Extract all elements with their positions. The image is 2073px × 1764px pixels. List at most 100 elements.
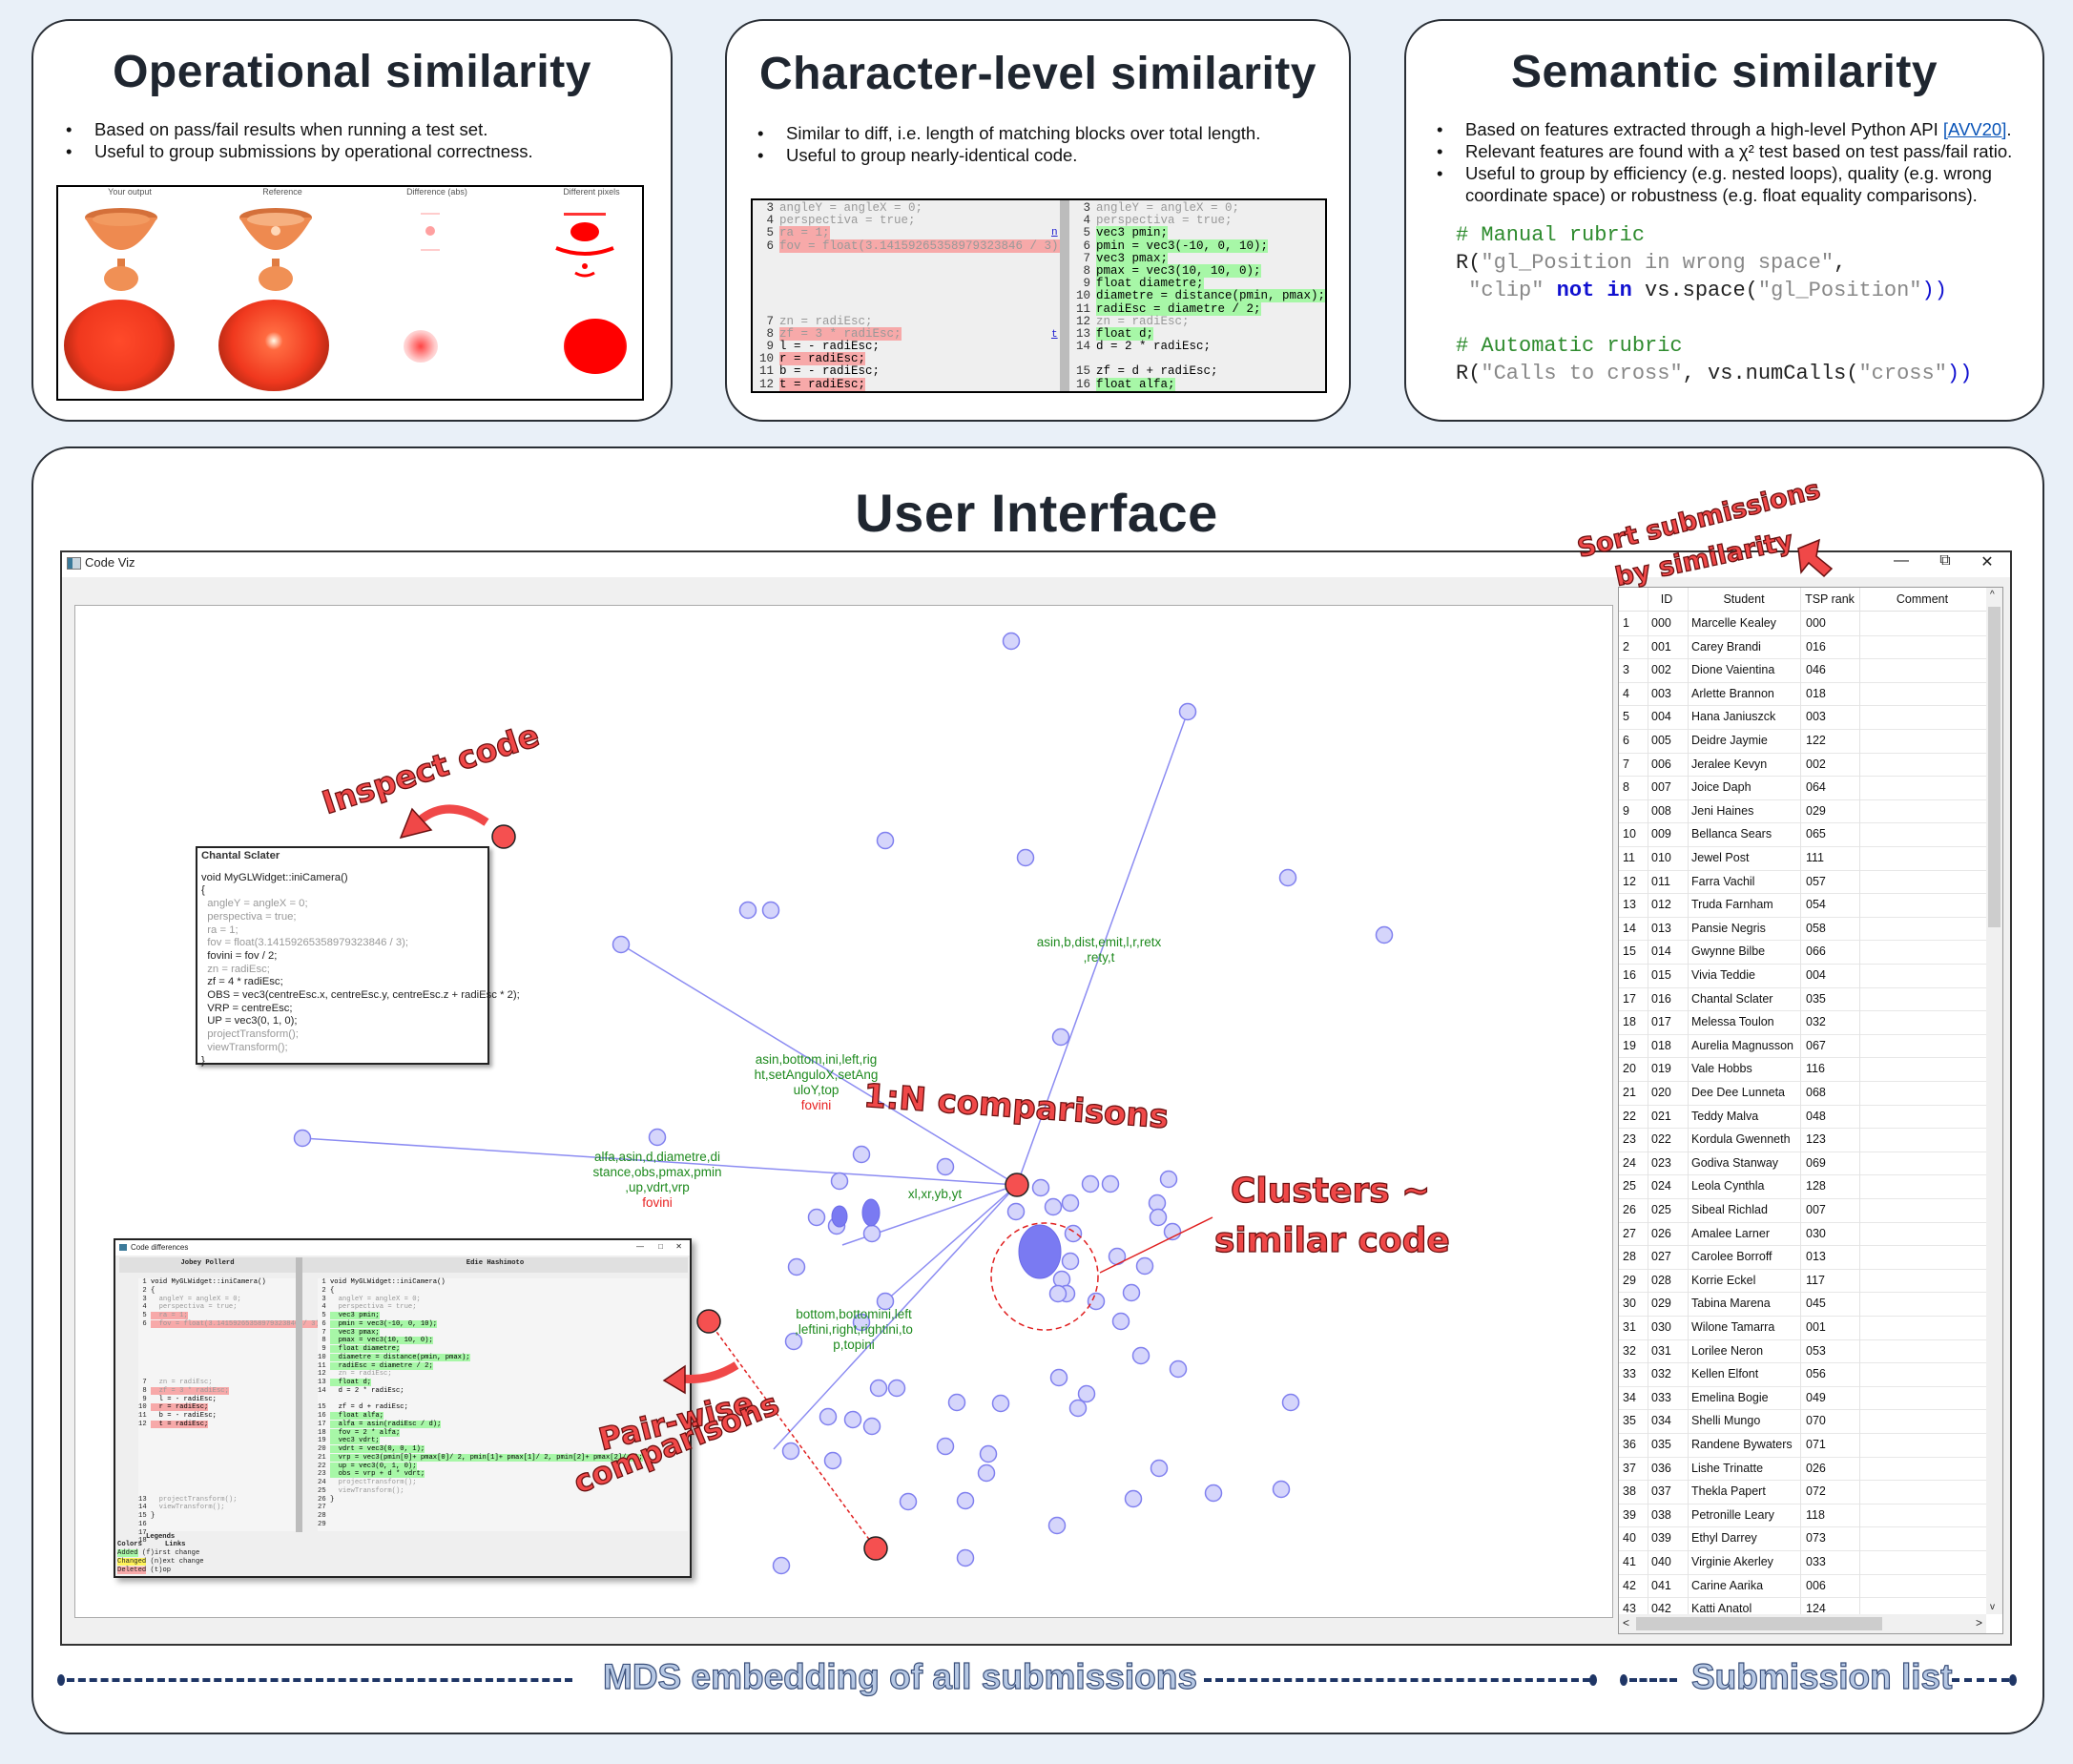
submission-point[interactable] bbox=[1064, 1224, 1083, 1243]
submission-point[interactable] bbox=[852, 1145, 871, 1164]
submission-point[interactable] bbox=[843, 1410, 862, 1429]
submission-point[interactable] bbox=[956, 1491, 975, 1510]
submission-cluster[interactable] bbox=[861, 1198, 881, 1227]
submission-point[interactable] bbox=[1061, 1252, 1080, 1271]
submission-point[interactable] bbox=[1122, 1283, 1141, 1302]
submission-point[interactable] bbox=[612, 935, 631, 954]
citation-link[interactable]: [AVV20] bbox=[1942, 119, 2007, 139]
submission-point[interactable] bbox=[1044, 1197, 1063, 1216]
submission-point[interactable] bbox=[1061, 1193, 1080, 1213]
submission-point[interactable] bbox=[648, 1128, 667, 1147]
submission-point[interactable] bbox=[823, 1451, 842, 1470]
submission-point[interactable] bbox=[1178, 702, 1197, 721]
submission-point[interactable] bbox=[936, 1157, 955, 1176]
submission-point[interactable] bbox=[761, 901, 780, 920]
submission-point[interactable] bbox=[1068, 1399, 1088, 1418]
submission-point[interactable] bbox=[936, 1437, 955, 1456]
submission-point[interactable] bbox=[876, 1292, 895, 1311]
horizontal-scrollbar[interactable]: <> bbox=[1619, 1614, 1986, 1633]
submission-point[interactable] bbox=[869, 1379, 888, 1398]
selected-submission-point[interactable] bbox=[863, 1536, 888, 1561]
submission-point[interactable] bbox=[1111, 1312, 1130, 1331]
submission-point[interactable] bbox=[1135, 1256, 1154, 1276]
submission-point[interactable] bbox=[1006, 1202, 1026, 1221]
submission-point[interactable] bbox=[738, 901, 757, 920]
submission-point[interactable] bbox=[1169, 1359, 1188, 1379]
submission-point[interactable] bbox=[784, 1332, 803, 1351]
submission-point[interactable] bbox=[977, 1463, 996, 1483]
scroll-thumb[interactable] bbox=[1636, 1617, 1882, 1630]
selected-submission-point[interactable] bbox=[491, 824, 516, 849]
submission-point[interactable] bbox=[979, 1444, 998, 1463]
submission-point[interactable] bbox=[1124, 1489, 1143, 1508]
submission-point[interactable] bbox=[781, 1442, 800, 1461]
submission-point[interactable] bbox=[1149, 1208, 1168, 1227]
submission-point[interactable] bbox=[1016, 848, 1035, 867]
col-header-id[interactable]: ID bbox=[1660, 592, 1673, 606]
submission-point[interactable] bbox=[1048, 1284, 1068, 1303]
submission-point[interactable] bbox=[862, 1417, 881, 1436]
submission-point[interactable] bbox=[1278, 868, 1297, 887]
submission-point[interactable] bbox=[1281, 1393, 1300, 1412]
minimize-button[interactable]: — bbox=[636, 1242, 644, 1251]
selected-submission-point[interactable] bbox=[696, 1309, 721, 1334]
minimize-button[interactable]: — bbox=[1894, 552, 1909, 569]
submission-point[interactable] bbox=[991, 1394, 1010, 1413]
vertical-scrollbar[interactable]: ^v bbox=[1986, 588, 2002, 1614]
close-button[interactable]: ✕ bbox=[1980, 554, 1994, 571]
submission-point[interactable] bbox=[876, 831, 895, 850]
scroll-thumb[interactable] bbox=[1988, 607, 2000, 927]
submission-point[interactable] bbox=[852, 1313, 871, 1332]
scroll-down-icon[interactable]: v bbox=[1990, 1602, 1995, 1612]
submission-point[interactable] bbox=[1272, 1480, 1291, 1499]
submission-cluster[interactable] bbox=[831, 1205, 848, 1228]
submission-point[interactable] bbox=[1204, 1484, 1223, 1503]
nav-link-next[interactable]: n bbox=[1051, 227, 1058, 239]
col-header-tsp-rank[interactable]: TSP rank bbox=[1805, 592, 1855, 606]
submission-point[interactable] bbox=[899, 1492, 918, 1511]
submission-point[interactable] bbox=[772, 1556, 791, 1575]
submission-point[interactable] bbox=[293, 1129, 312, 1148]
restore-button[interactable]: ⧉ bbox=[1939, 552, 1951, 569]
scroll-left-icon[interactable]: < bbox=[1623, 1616, 1630, 1629]
submission-point[interactable] bbox=[1051, 1027, 1070, 1047]
scroll-up-icon[interactable]: ^ bbox=[1990, 590, 1995, 600]
submission-point[interactable] bbox=[819, 1407, 838, 1426]
submission-point[interactable] bbox=[887, 1379, 906, 1398]
